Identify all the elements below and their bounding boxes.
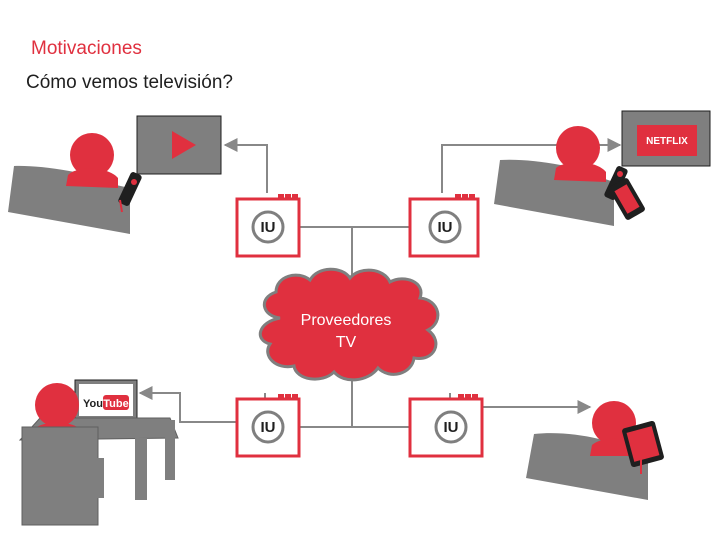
iu-node-bottom-right: IU [408, 394, 484, 458]
youtube-logo-tube: Tube [103, 398, 128, 410]
person-head-icon [556, 126, 600, 170]
viewer-bottom-left: You Tube [18, 379, 179, 526]
cloud-label-line1: Proveedores [301, 312, 392, 329]
slide-subtitle: Cómo vemos televisión? [26, 72, 233, 93]
netflix-logo-text: NETFLIX [646, 136, 688, 147]
tablet-icon [622, 420, 664, 468]
cloud-tv-providers: Proveedores TV [258, 267, 440, 382]
person-body-icon [66, 168, 118, 188]
slide-title: Motivaciones [31, 38, 142, 59]
person-body-icon [554, 162, 606, 182]
iu-label: IU [261, 419, 276, 436]
iu-label: IU [261, 219, 276, 236]
viewer-bottom-right [526, 401, 664, 500]
remote-icon [118, 172, 142, 213]
chair-icon [21, 426, 104, 526]
netflix-screen: NETFLIX [621, 110, 711, 167]
viewer-top-right [494, 126, 645, 226]
phone-icon [609, 178, 645, 220]
iu-label: IU [438, 219, 453, 236]
person-head-icon [35, 383, 79, 427]
youtube-logo-you: You [83, 398, 103, 410]
person-head-icon [70, 133, 114, 177]
monitor-play [136, 115, 222, 175]
iu-node-bottom-left: IU [235, 394, 301, 458]
arrow-to-monitor [223, 138, 268, 193]
iu-label: IU [444, 419, 459, 436]
viewer-top-left [8, 133, 142, 234]
iu-node-top-left: IU [235, 194, 301, 258]
cloud-label-line2: TV [336, 334, 357, 351]
play-icon [172, 131, 196, 159]
iu-node-top-right: IU [408, 194, 480, 258]
